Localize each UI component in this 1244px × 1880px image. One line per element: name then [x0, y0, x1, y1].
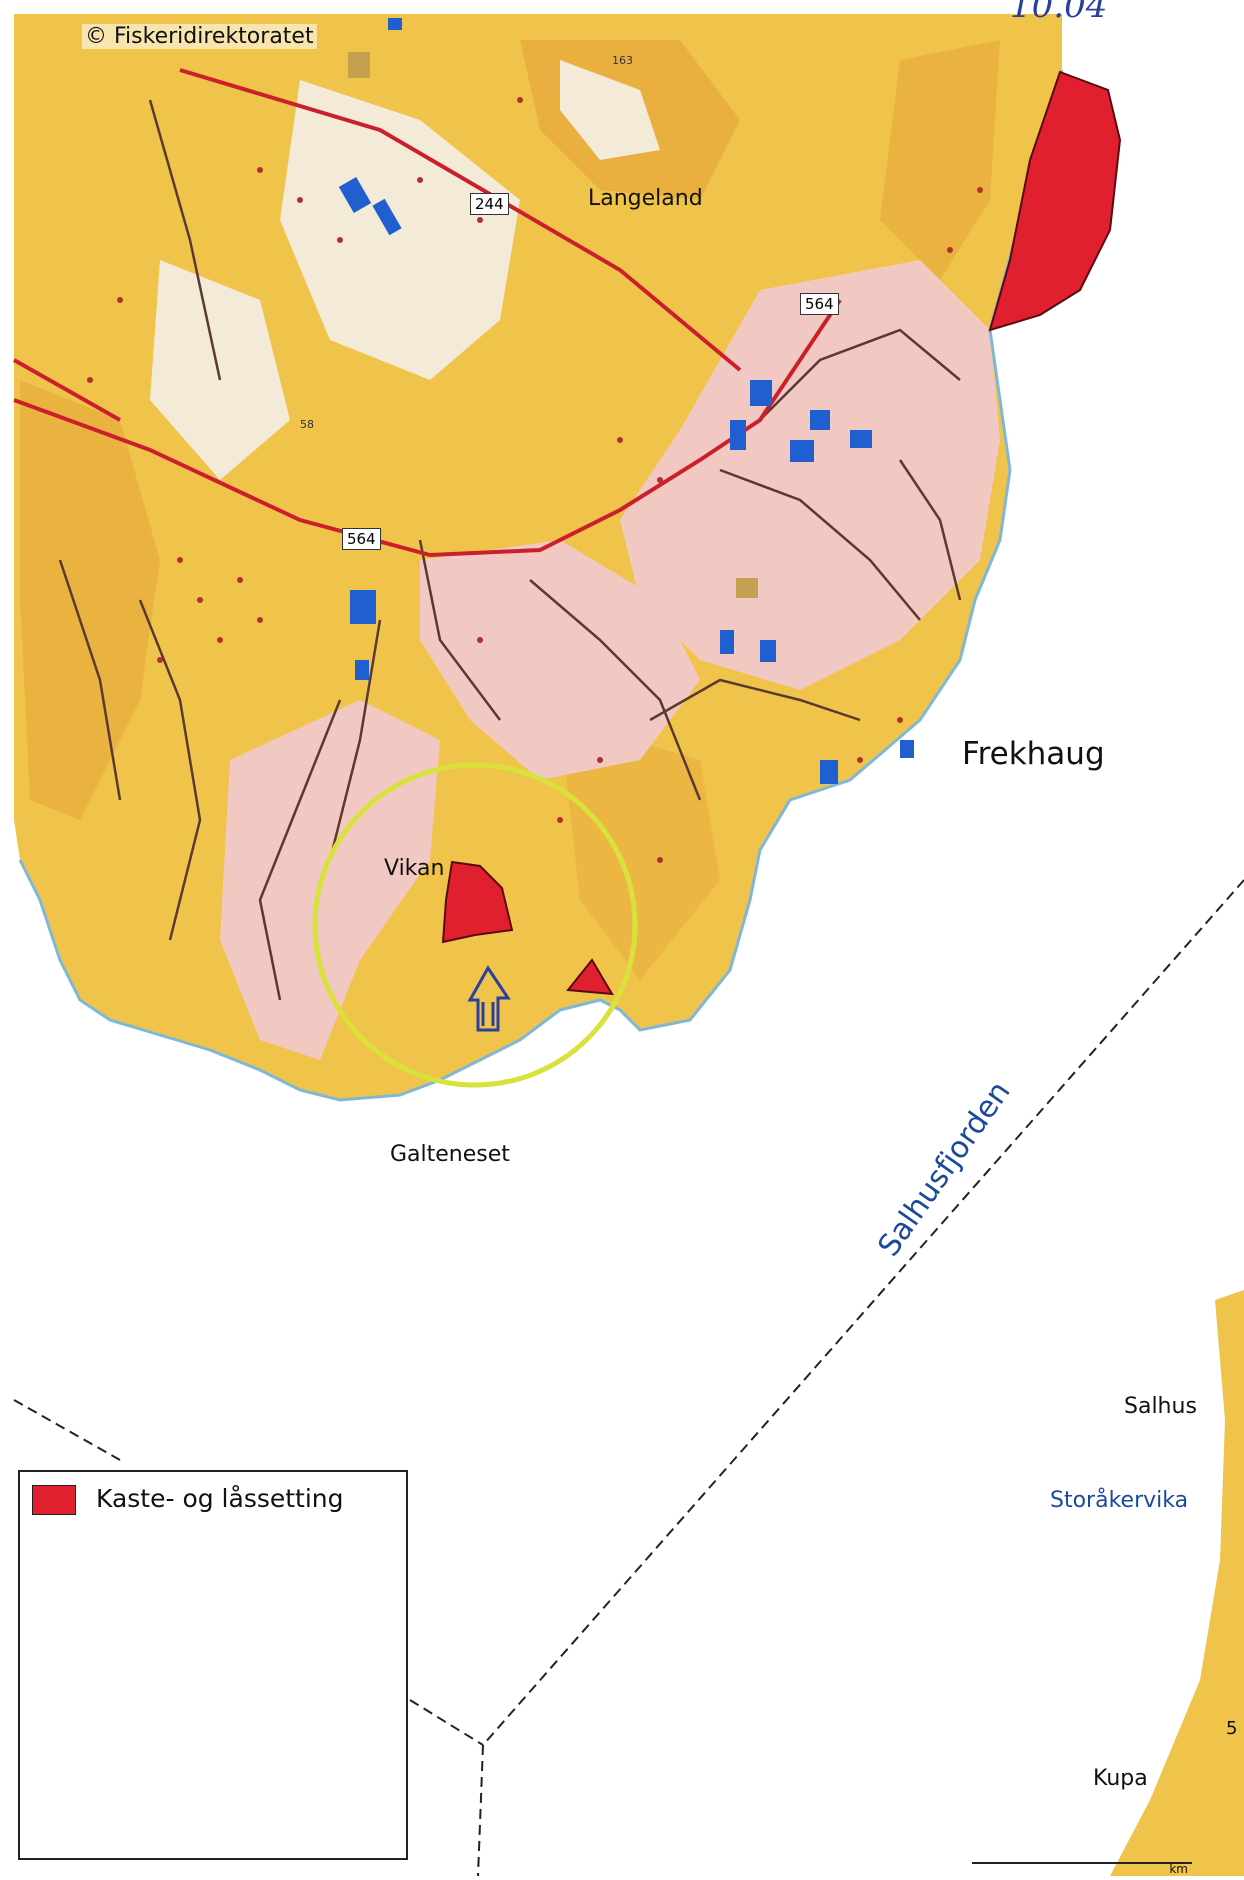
map-legend: Kaste- og låssetting	[18, 1470, 408, 1860]
relief-patch	[20, 380, 160, 820]
minor-roads	[58, 99, 962, 1001]
relief-patch	[560, 720, 720, 980]
spot-height-163: 163	[612, 54, 633, 67]
buildings	[338, 18, 914, 784]
place-label-langeland: Langeland	[588, 186, 703, 211]
handwritten-note: 10.04	[1010, 0, 1108, 26]
road-shield-244: 244	[470, 193, 509, 215]
scale-bar: km	[972, 1862, 1192, 1878]
locality-ring	[312, 762, 638, 1088]
copyright-notice: © Fiskeridirektoratet	[82, 24, 317, 49]
road-shield-564-north: 564	[800, 293, 839, 315]
house-dots	[87, 97, 983, 863]
road-shield-564-west: 564	[342, 528, 381, 550]
land-east	[1110, 1290, 1244, 1876]
place-label-galteneset: Galteneset	[390, 1142, 510, 1167]
place-label-vikan: Vikan	[384, 856, 445, 881]
built-up-area	[420, 540, 700, 780]
scale-unit: km	[1169, 1862, 1188, 1876]
legend-swatch-kaste	[32, 1485, 76, 1515]
legend-label-kaste: Kaste- og låssetting	[96, 1484, 344, 1513]
place-label-frekhaug: Frekhaug	[962, 736, 1105, 772]
open-area	[280, 80, 520, 380]
handwritten-arrow-icon	[467, 965, 511, 1032]
fishing-zone-vikan	[441, 860, 514, 944]
coastline	[18, 69, 1064, 1102]
fishing-zone-small	[566, 958, 614, 996]
open-area	[150, 260, 290, 480]
zone-boundaries	[13, 879, 1244, 1877]
place-label-salhus: Salhus	[1124, 1394, 1197, 1419]
buildings-tan	[348, 52, 758, 598]
place-label-storakervika: Storåkervika	[1050, 1488, 1189, 1513]
place-label-kupa: Kupa	[1093, 1766, 1148, 1791]
fishing-zone-east	[988, 70, 1122, 332]
relief-patch	[880, 40, 1000, 280]
built-up-area	[620, 260, 1000, 690]
edge-label-fragment: 5	[1226, 1718, 1238, 1739]
spot-height-58: 58	[300, 418, 314, 431]
open-area	[560, 60, 660, 160]
